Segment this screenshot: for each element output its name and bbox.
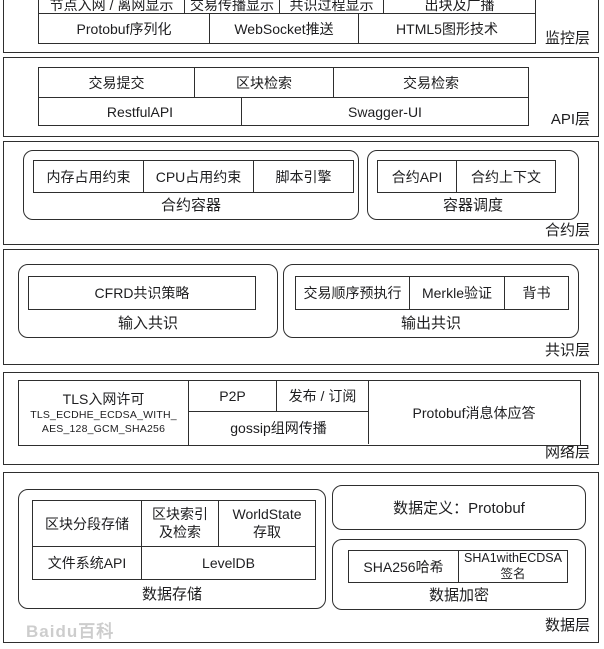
- p2p-text: P2P: [219, 388, 246, 404]
- data-definition-box: 数据定义：Protobuf: [332, 485, 586, 530]
- table-cell: Protobuf序列化: [76, 20, 172, 37]
- data-encryption-table: SHA256哈希 SHA1withECDSA 签名: [348, 550, 568, 583]
- table-cell: 合约API: [391, 168, 443, 185]
- table-cell: HTML5图形技术: [358, 14, 535, 43]
- data-encryption-title: 数据加密: [428, 587, 489, 604]
- table-cell: LevelDB: [141, 547, 315, 579]
- api-table: 交易提交 区块检索 交易检索 RestfulAPI Swagger-UI: [38, 67, 529, 126]
- table-cell: 交易顺序预执行: [303, 285, 402, 301]
- api-layer-label: API层: [550, 111, 590, 128]
- consensus-layer-label: 共识层: [544, 342, 590, 359]
- cell-line: 签名: [500, 566, 526, 581]
- table-cell: WorldState 存取: [218, 501, 315, 546]
- output-consensus-row: 交易顺序预执行 Merkle验证 背书: [296, 277, 568, 309]
- cell-line: 区块索引: [152, 506, 208, 522]
- cell-line: WorldState: [232, 506, 302, 522]
- data-definition-text: 数据定义：Protobuf: [393, 500, 525, 517]
- monitor-row-1: 节点入网 / 离网显示 交易传播显示 共识过程显示 出块及广播: [39, 0, 535, 13]
- data-storage-table: 区块分段存储 区块索引 及检索 WorldState 存取 文件系统API Le…: [32, 500, 316, 580]
- output-consensus-table: 交易顺序预执行 Merkle验证 背书: [295, 276, 569, 310]
- table-cell: CPU占用约束: [143, 161, 253, 192]
- table-cell: 脚本引擎: [253, 161, 353, 192]
- table-cell: Merkle验证: [409, 277, 504, 309]
- pubsub-cell: 发布 / 订阅: [277, 381, 369, 412]
- cell-line: 及检索: [159, 523, 201, 540]
- monitor-layer-label: 监控层: [544, 30, 590, 47]
- baidu-baike-watermark: Baidu百科: [26, 622, 115, 641]
- input-consensus-table: CFRD共识策略: [28, 276, 256, 310]
- table-cell: SHA1withECDSA 签名: [458, 551, 567, 582]
- protobuf-reply-text: Protobuf消息体应答: [412, 405, 536, 421]
- network-layer-label: 网络层: [544, 444, 590, 461]
- contract-container-row: 内存占用约束 CPU占用约束 脚本引擎: [34, 161, 353, 192]
- input-consensus-row: CFRD共识策略: [29, 277, 255, 309]
- container-scheduler-table: 合约API 合约上下文: [377, 160, 556, 193]
- table-cell: 区块索引 及检索: [141, 501, 218, 546]
- table-cell: 节点入网 / 离网显示: [49, 0, 174, 13]
- table-cell: RestfulAPI: [106, 103, 174, 120]
- container-scheduler-row: 合约API 合约上下文: [378, 161, 555, 192]
- table-cell: 共识过程显示: [279, 0, 383, 13]
- protobuf-reply-cell: Protobuf消息体应答: [369, 381, 579, 445]
- monitor-row-2: Protobuf序列化 WebSocket推送 HTML5图形技术: [39, 13, 535, 43]
- table-cell: Swagger-UI: [241, 98, 528, 125]
- table-cell: 交易检索: [333, 68, 528, 97]
- input-consensus-title: 输入共识: [117, 315, 178, 332]
- monitor-table: 节点入网 / 离网显示 交易传播显示 共识过程显示 出块及广播 Protobuf…: [38, 0, 536, 44]
- container-scheduler-title: 容器调度: [442, 197, 503, 214]
- table-cell: 交易传播显示: [184, 0, 279, 13]
- data-storage-row-1: 区块分段存储 区块索引 及检索 WorldState 存取: [33, 501, 315, 546]
- table-cell: 区块分段存储: [45, 515, 129, 532]
- tls-cipher-line2: AES_128_GCM_SHA256: [41, 423, 166, 435]
- table-cell: WebSocket推送: [209, 14, 358, 43]
- pubsub-text: 发布 / 订阅: [288, 388, 357, 404]
- table-cell: 合约上下文: [456, 161, 555, 192]
- cell-line: 存取: [253, 523, 281, 540]
- cell-line: SHA1withECDSA: [464, 551, 562, 565]
- gossip-cell: gossip组网传播: [189, 412, 369, 444]
- data-layer-label: 数据层: [544, 617, 590, 634]
- tls-title: TLS入网许可: [62, 391, 145, 408]
- table-cell: SHA256哈希: [363, 558, 444, 575]
- contract-container-title: 合约容器: [160, 197, 221, 214]
- table-cell: CFRD共识策略: [94, 285, 190, 301]
- api-row-2: RestfulAPI Swagger-UI: [39, 97, 528, 125]
- table-cell: 文件系统API: [47, 555, 127, 571]
- gossip-text: gossip组网传播: [230, 420, 327, 436]
- tls-cipher-line1: TLS_ECDHE_ECDSA_WITH_: [30, 409, 177, 422]
- output-consensus-title: 输出共识: [400, 315, 461, 332]
- data-storage-row-2: 文件系统API LevelDB: [33, 546, 315, 579]
- network-table: TLS入网许可 TLS_ECDHE_ECDSA_WITH_ AES_128_GC…: [18, 380, 581, 446]
- table-cell: 交易提交: [88, 74, 145, 91]
- tls-cell: TLS入网许可 TLS_ECDHE_ECDSA_WITH_ AES_128_GC…: [19, 381, 189, 445]
- table-cell: 内存占用约束: [46, 168, 131, 185]
- table-cell: 区块检索: [194, 68, 333, 97]
- contract-container-table: 内存占用约束 CPU占用约束 脚本引擎: [33, 160, 354, 193]
- table-cell: 出块及广播: [383, 0, 535, 13]
- api-row-1: 交易提交 区块检索 交易检索: [39, 68, 528, 97]
- data-encryption-row: SHA256哈希 SHA1withECDSA 签名: [349, 551, 567, 582]
- table-cell: 背书: [504, 277, 568, 309]
- contract-layer-label: 合约层: [544, 222, 590, 239]
- p2p-cell: P2P: [189, 381, 277, 412]
- data-storage-title: 数据存储: [141, 586, 202, 603]
